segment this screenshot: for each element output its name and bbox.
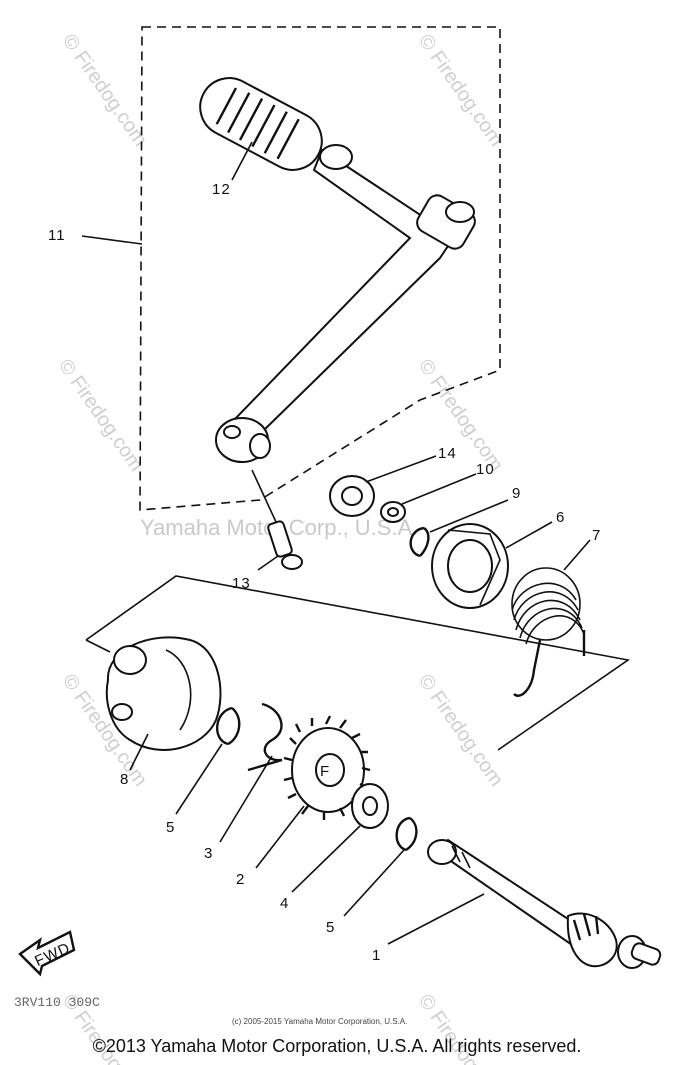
leader-bolt-guide — [251, 469, 277, 523]
torsion-spring-part-7 — [511, 567, 586, 697]
grip-part-12 — [199, 77, 323, 171]
label-11: 11 — [48, 227, 66, 244]
circlip-part-5a — [216, 706, 241, 746]
seal-part-14 — [329, 475, 375, 517]
watermark-low-right: © Firedog.com — [414, 670, 507, 790]
label-3: 3 — [204, 845, 213, 862]
label-7: 7 — [592, 527, 601, 544]
label-9: 9 — [512, 485, 521, 502]
label-4: 4 — [280, 895, 289, 912]
leader-5a — [175, 743, 223, 815]
kick-shaft-part-1 — [427, 838, 662, 969]
watermark-mid-left: © Firedog.com — [54, 355, 147, 475]
label-5a: 5 — [166, 819, 175, 836]
label-6: 6 — [556, 509, 565, 526]
spring-clip-part-3 — [247, 702, 283, 772]
ratchet-part-8 — [105, 636, 222, 751]
label-10: 10 — [476, 461, 495, 478]
leader-13 — [257, 555, 279, 571]
spring-guide-part-6 — [431, 523, 509, 609]
leader-1 — [387, 893, 485, 945]
footer-copyright: ©2013 Yamaha Motor Corporation, U.S.A. A… — [92, 1036, 582, 1056]
kick-shaft-assembly-outline — [85, 575, 631, 751]
kick-lever-assembly-box — [139, 26, 501, 511]
gear-part-2: F — [283, 715, 371, 820]
label-14: 14 — [438, 445, 457, 462]
label-2: 2 — [236, 871, 245, 888]
watermark-top-left: © Firedog.com — [58, 30, 151, 150]
circlip-part-5b — [395, 816, 418, 852]
label-1: 1 — [372, 947, 381, 964]
leader-12 — [231, 141, 253, 181]
diagram-code: 3RV110 309C — [14, 995, 100, 1010]
kick-lever-part-11 — [215, 144, 476, 463]
label-12: 12 — [212, 181, 231, 198]
washer-part-10 — [380, 501, 406, 523]
fwd-arrow-icon: FWD — [18, 930, 76, 977]
leader-5b — [343, 849, 405, 917]
leader-3 — [219, 755, 273, 843]
leader-2 — [255, 805, 305, 869]
label-8: 8 — [120, 771, 129, 788]
leader-10 — [401, 473, 477, 505]
leader-11 — [81, 235, 143, 245]
leader-14 — [365, 455, 437, 483]
washer-part-4 — [351, 783, 389, 829]
label-5b: 5 — [326, 919, 335, 936]
leader-9 — [429, 499, 509, 533]
leader-6 — [505, 521, 553, 549]
small-copyright: (c) 2005-2015 Yamaha Motor Corporation, … — [232, 1017, 407, 1026]
watermark-top-right: © Firedog.com — [414, 30, 507, 150]
bolt-part-13 — [267, 520, 303, 570]
circlip-part-9 — [409, 526, 430, 558]
svg-text:F: F — [320, 763, 330, 780]
leader-4 — [291, 825, 361, 893]
leader-8 — [129, 733, 149, 771]
leader-7 — [563, 539, 591, 571]
